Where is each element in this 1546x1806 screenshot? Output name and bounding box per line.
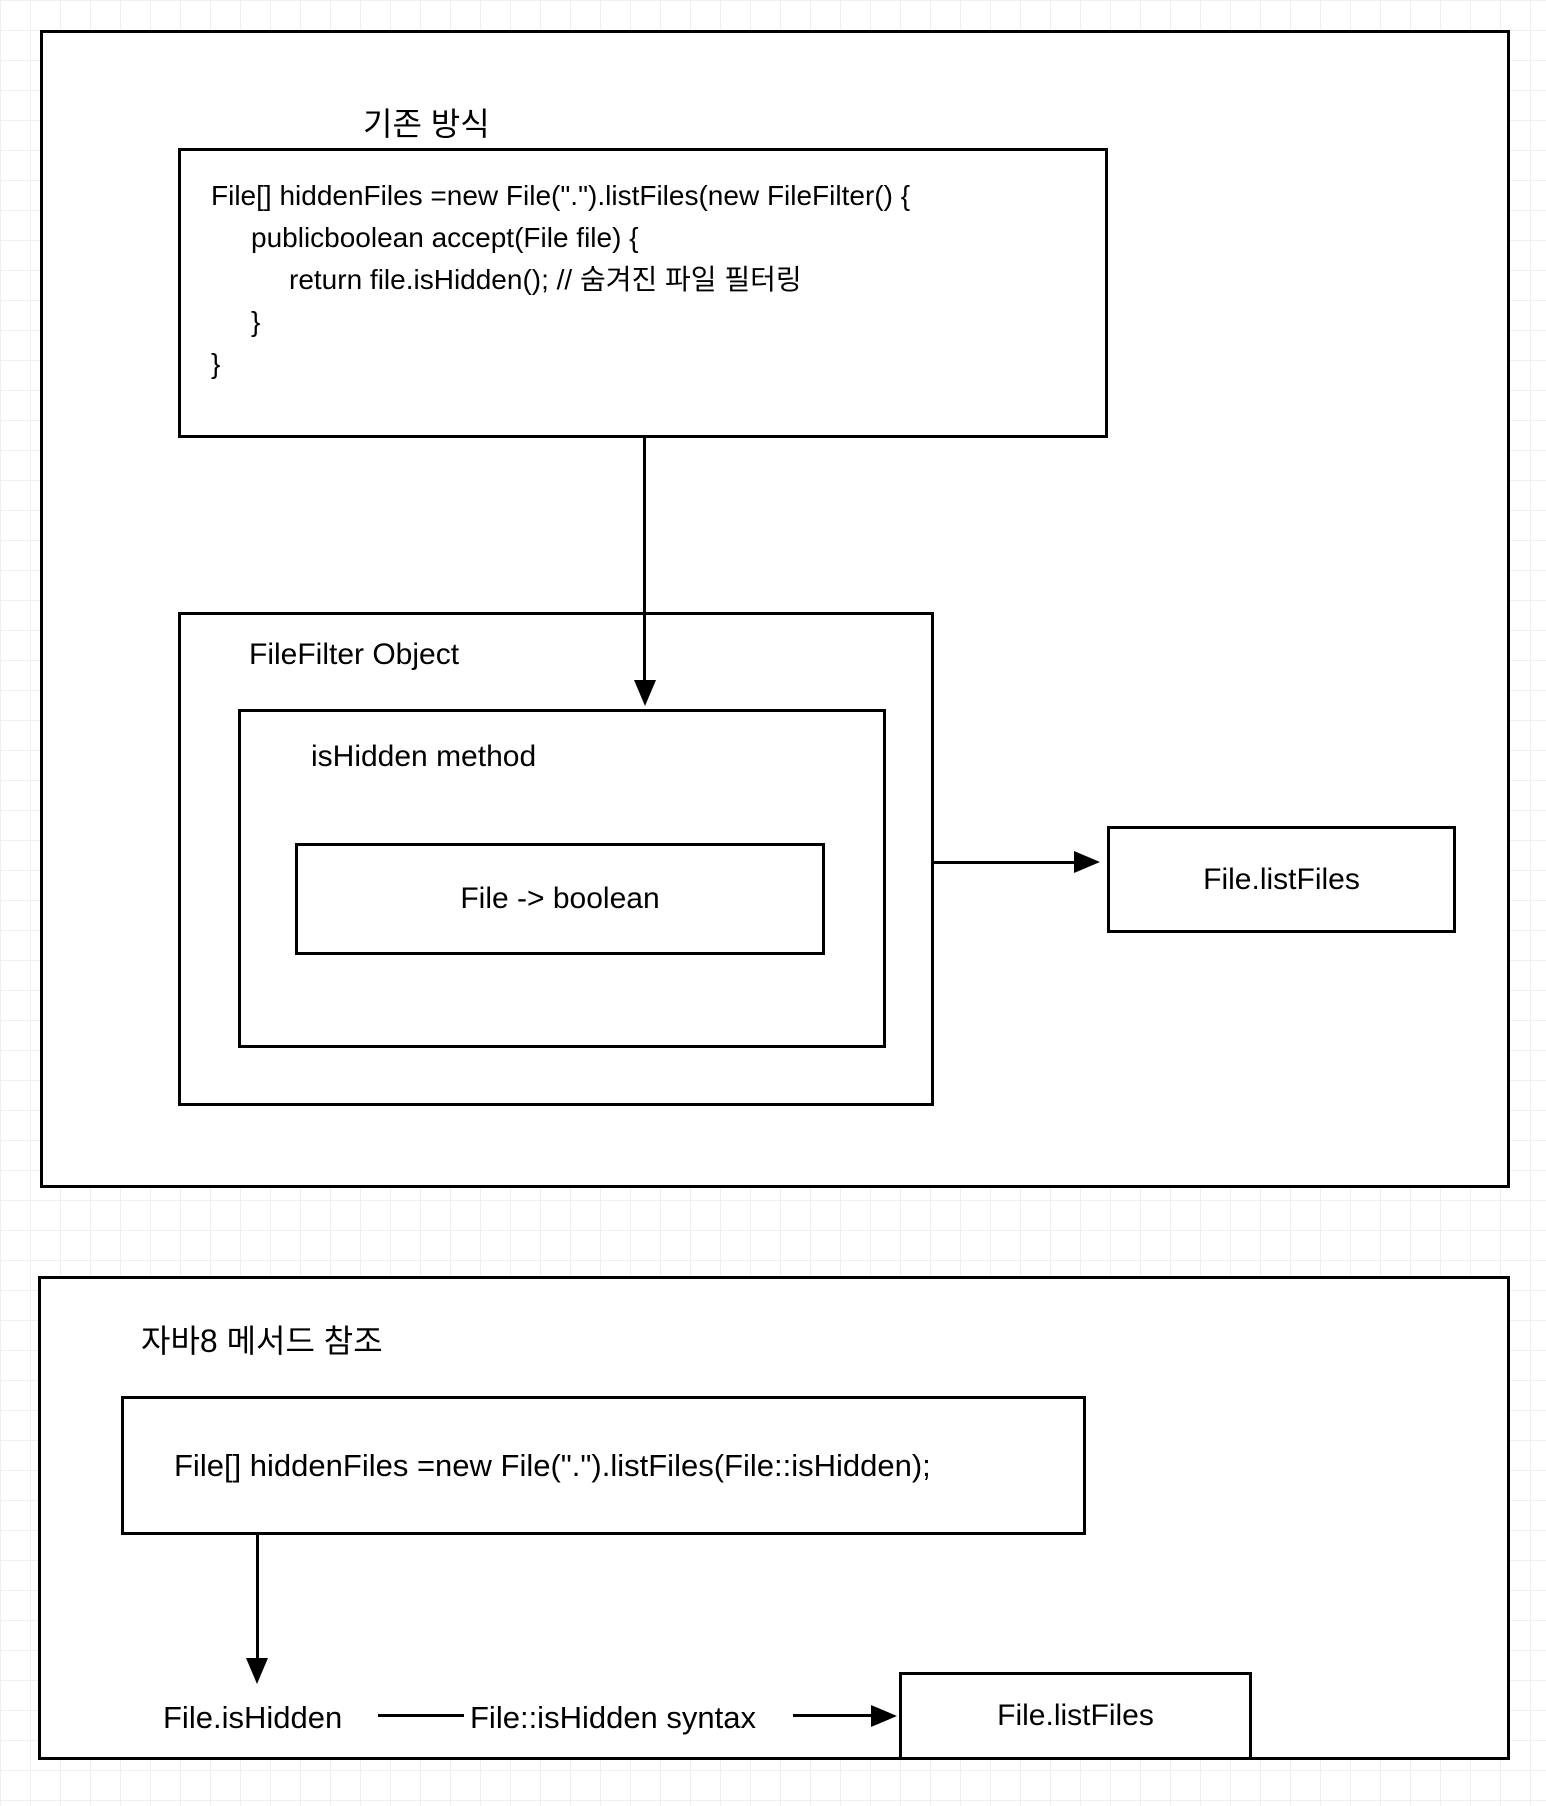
file-ishidden-label: File.isHidden [163,1700,343,1735]
arrow-down-icon [634,680,656,706]
java8-code-line: File[] hiddenFiles =new File(".").listFi… [174,1447,931,1483]
code-to-filefilter-arrow-line [643,435,646,681]
legacy-code: File[] hiddenFiles =new File(".").listFi… [181,151,1105,385]
file-listfiles-box: File.listFiles [1107,826,1456,933]
filefilter-object-label: FileFilter Object [249,638,460,671]
code-line: publicboolean accept(File file) { [251,222,639,253]
file-listfiles-label: File.listFiles [1203,862,1360,896]
method-reference-syntax-label: File::isHidden syntax [470,1700,757,1735]
arrow-right-icon [871,1705,897,1727]
code-line: } [211,348,221,379]
file-listfiles-box-2: File.listFiles [899,1672,1252,1760]
file-to-boolean-box: File -> boolean [295,843,825,955]
legacy-code-box: File[] hiddenFiles =new File(".").listFi… [178,148,1108,438]
code-line: File[] hiddenFiles =new File(".").listFi… [211,180,911,211]
code-line: } [251,306,261,337]
syntax-to-listfiles-line [793,1714,873,1717]
legacy-section-box: 기존 방식 File[] hiddenFiles =new File(".").… [40,30,1510,1188]
code-to-ishidden-arrow-line [256,1532,259,1660]
filefilter-object-box: FileFilter Object isHidden method File -… [178,612,934,1106]
java8-section-title: 자바8 메서드 참조 [141,1323,383,1359]
arrow-right-icon [1074,851,1100,873]
legacy-section-title: 기존 방식 [363,106,490,142]
file-to-boolean-label: File -> boolean [460,882,660,915]
java8-code-box: File[] hiddenFiles =new File(".").listFi… [121,1396,1086,1535]
arrow-down-icon [246,1658,268,1684]
ishidden-to-syntax-line [378,1714,464,1717]
ishidden-method-label: isHidden method [311,740,537,773]
code-line: return file.isHidden(); // 숨겨진 파일 필터링 [289,264,802,295]
java8-section-box: 자바8 메서드 참조 File[] hiddenFiles =new File(… [38,1276,1510,1760]
file-listfiles-label-2: File.listFiles [997,1699,1154,1732]
filefilter-to-listfiles-arrow-line [931,861,1075,864]
ishidden-method-box: isHidden method File -> boolean [238,709,886,1048]
